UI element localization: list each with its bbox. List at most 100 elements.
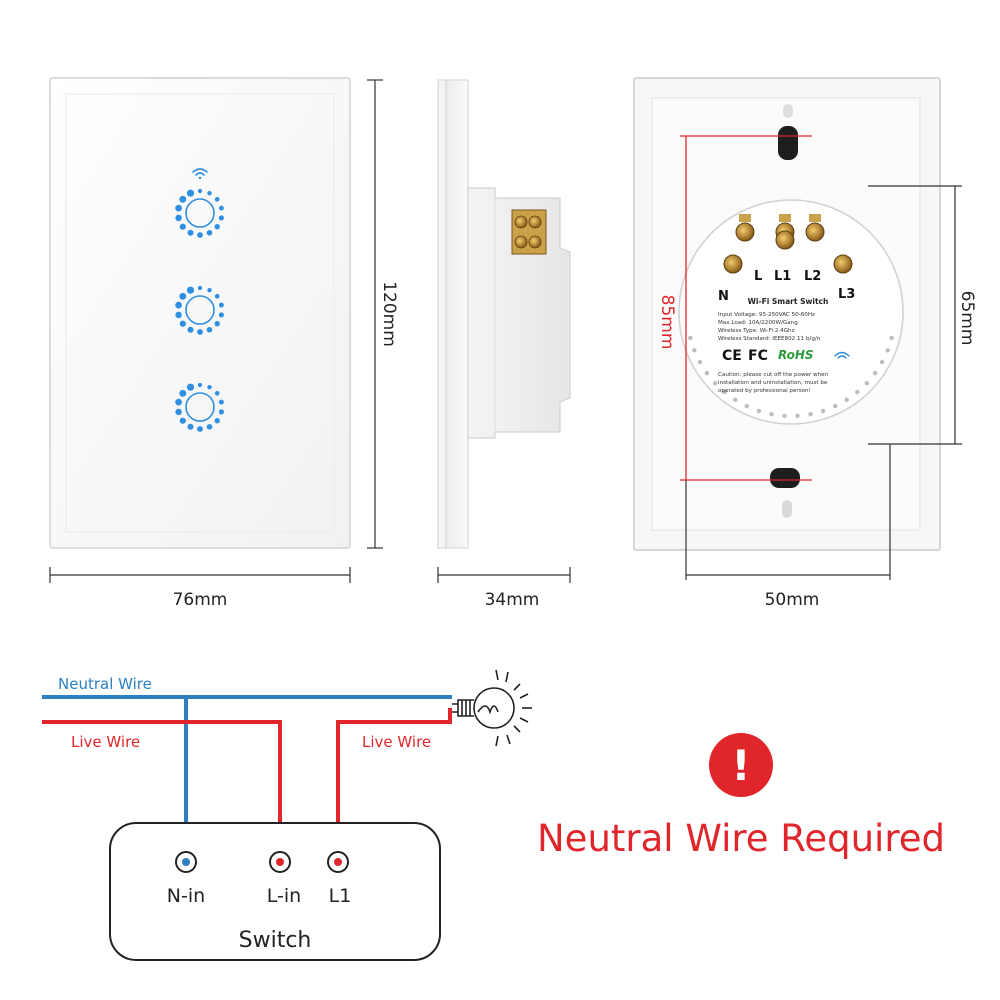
dimension-mount-height: 85mm: [657, 135, 812, 481]
touch-dot: [207, 190, 212, 196]
dimension-depth-side: 34mm: [437, 567, 571, 610]
vent-hole: [885, 348, 890, 353]
vent-hole: [879, 359, 885, 365]
caution-line: operated by professional person!: [718, 388, 811, 394]
back-terminal-screws: [723, 214, 853, 274]
mount-height-label: 85mm: [657, 295, 677, 350]
terminal-label-l: L: [754, 269, 762, 284]
fc-mark: FC: [748, 348, 768, 364]
touch-dot: [214, 418, 220, 424]
warning-icon: [709, 733, 773, 797]
touch-dot: [197, 188, 203, 194]
touch-dot: [197, 285, 203, 291]
dimension-width-back: 50mm: [685, 444, 891, 610]
terminal-l-in-label: L-in: [267, 885, 301, 907]
vent-hole: [872, 370, 878, 376]
touch-dot: [218, 302, 224, 308]
spec-line: Max.Load: 10A/2200W/Gang: [718, 320, 798, 326]
spec-line: Input Voltage: 95-250VAC 50-60Hz: [718, 312, 815, 318]
touch-dot: [179, 195, 187, 203]
touch-dot: [206, 424, 213, 430]
touch-button-2[interactable]: [175, 285, 224, 335]
vent-hole: [864, 381, 869, 386]
box-height-label: 65mm: [957, 291, 977, 346]
touch-dot: [214, 293, 220, 299]
wiring-diagram: Neutral Wire Live Wire Live Wire: [42, 669, 532, 961]
touch-dot: [206, 327, 213, 333]
warning-glyph: !: [731, 741, 750, 790]
touch-dot: [218, 312, 224, 318]
vent-hole: [795, 413, 800, 418]
touch-dot: [207, 384, 212, 390]
terminal-label-l1: L1: [774, 269, 791, 284]
terminal-label-l2: L2: [804, 269, 821, 284]
terminal-l1: [327, 851, 349, 873]
vent-hole: [688, 335, 693, 341]
touch-dot: [218, 205, 224, 211]
live-wire-right: [336, 708, 452, 852]
touch-dot: [214, 321, 220, 327]
wifi-icon: [192, 168, 208, 180]
touch-dot: [187, 326, 194, 333]
neutral-required-text: Neutral Wire Required: [537, 817, 945, 860]
touch-dot: [214, 390, 220, 396]
dimension-box-height: 65mm: [868, 185, 977, 445]
spec-line: Wireless Standard: IEEE802.11 b/g/n: [718, 336, 821, 342]
vent-hole: [756, 408, 762, 414]
vent-hole: [769, 412, 774, 417]
live-wire-left: [42, 720, 282, 852]
bottom-mount-slot: [770, 468, 800, 488]
touch-dot: [179, 320, 186, 327]
neutral-wire-label: Neutral Wire: [58, 675, 152, 693]
side-depth-label: 34mm: [485, 590, 540, 610]
touch-dot: [179, 292, 187, 300]
front-width-label: 76mm: [173, 590, 228, 610]
side-glass-edge: [437, 79, 447, 549]
touch-dot: [175, 408, 182, 416]
touch-dot: [186, 286, 195, 294]
touch-dot: [206, 230, 213, 236]
touch-dot: [197, 426, 203, 432]
touch-dot: [218, 399, 224, 405]
touch-dot: [218, 215, 224, 221]
terminal-l1-label: L1: [329, 885, 352, 907]
side-view: 34mm: [437, 79, 571, 610]
front-height-label: 120mm: [379, 281, 399, 347]
touch-dot: [175, 301, 182, 309]
vent-hole: [833, 403, 838, 409]
spec-title: Wi-Fi Smart Switch: [748, 297, 829, 306]
touch-dot: [197, 329, 203, 335]
touch-dot: [214, 196, 220, 202]
vent-hole: [697, 359, 703, 365]
vent-hole: [722, 389, 727, 395]
touch-button-1[interactable]: [175, 188, 224, 238]
vent-hole: [889, 335, 894, 341]
touch-dot: [175, 398, 182, 406]
touch-dot: [175, 204, 182, 212]
front-glass-panel: [49, 77, 351, 549]
vent-hole: [713, 381, 718, 386]
caution-line: Caution: please cut off the power when: [718, 372, 829, 378]
top-mount-slot: [778, 126, 798, 160]
front-view: 120mm 76mm: [49, 77, 399, 610]
touch-button-3[interactable]: [175, 382, 224, 432]
switch-label: Switch: [239, 928, 312, 953]
vent-hole: [820, 408, 826, 414]
light-bulb-icon: [452, 669, 532, 747]
side-terminal-screws: [511, 209, 547, 255]
touch-dot: [175, 214, 182, 222]
live-wire-right-label: Live Wire: [362, 733, 431, 751]
live-wire-left-label: Live Wire: [71, 733, 140, 751]
ce-mark: CE: [722, 348, 742, 364]
touch-dot: [179, 223, 186, 230]
touch-dot: [187, 229, 194, 236]
touch-dot: [179, 417, 186, 424]
touch-dot: [218, 409, 224, 415]
touch-dot: [179, 389, 187, 397]
back-width-label: 50mm: [765, 590, 820, 610]
touch-dot: [197, 382, 203, 388]
vent-hole: [855, 389, 860, 395]
vent-hole: [692, 348, 697, 353]
terminal-labels: L L1 L2 N L3: [718, 269, 855, 304]
